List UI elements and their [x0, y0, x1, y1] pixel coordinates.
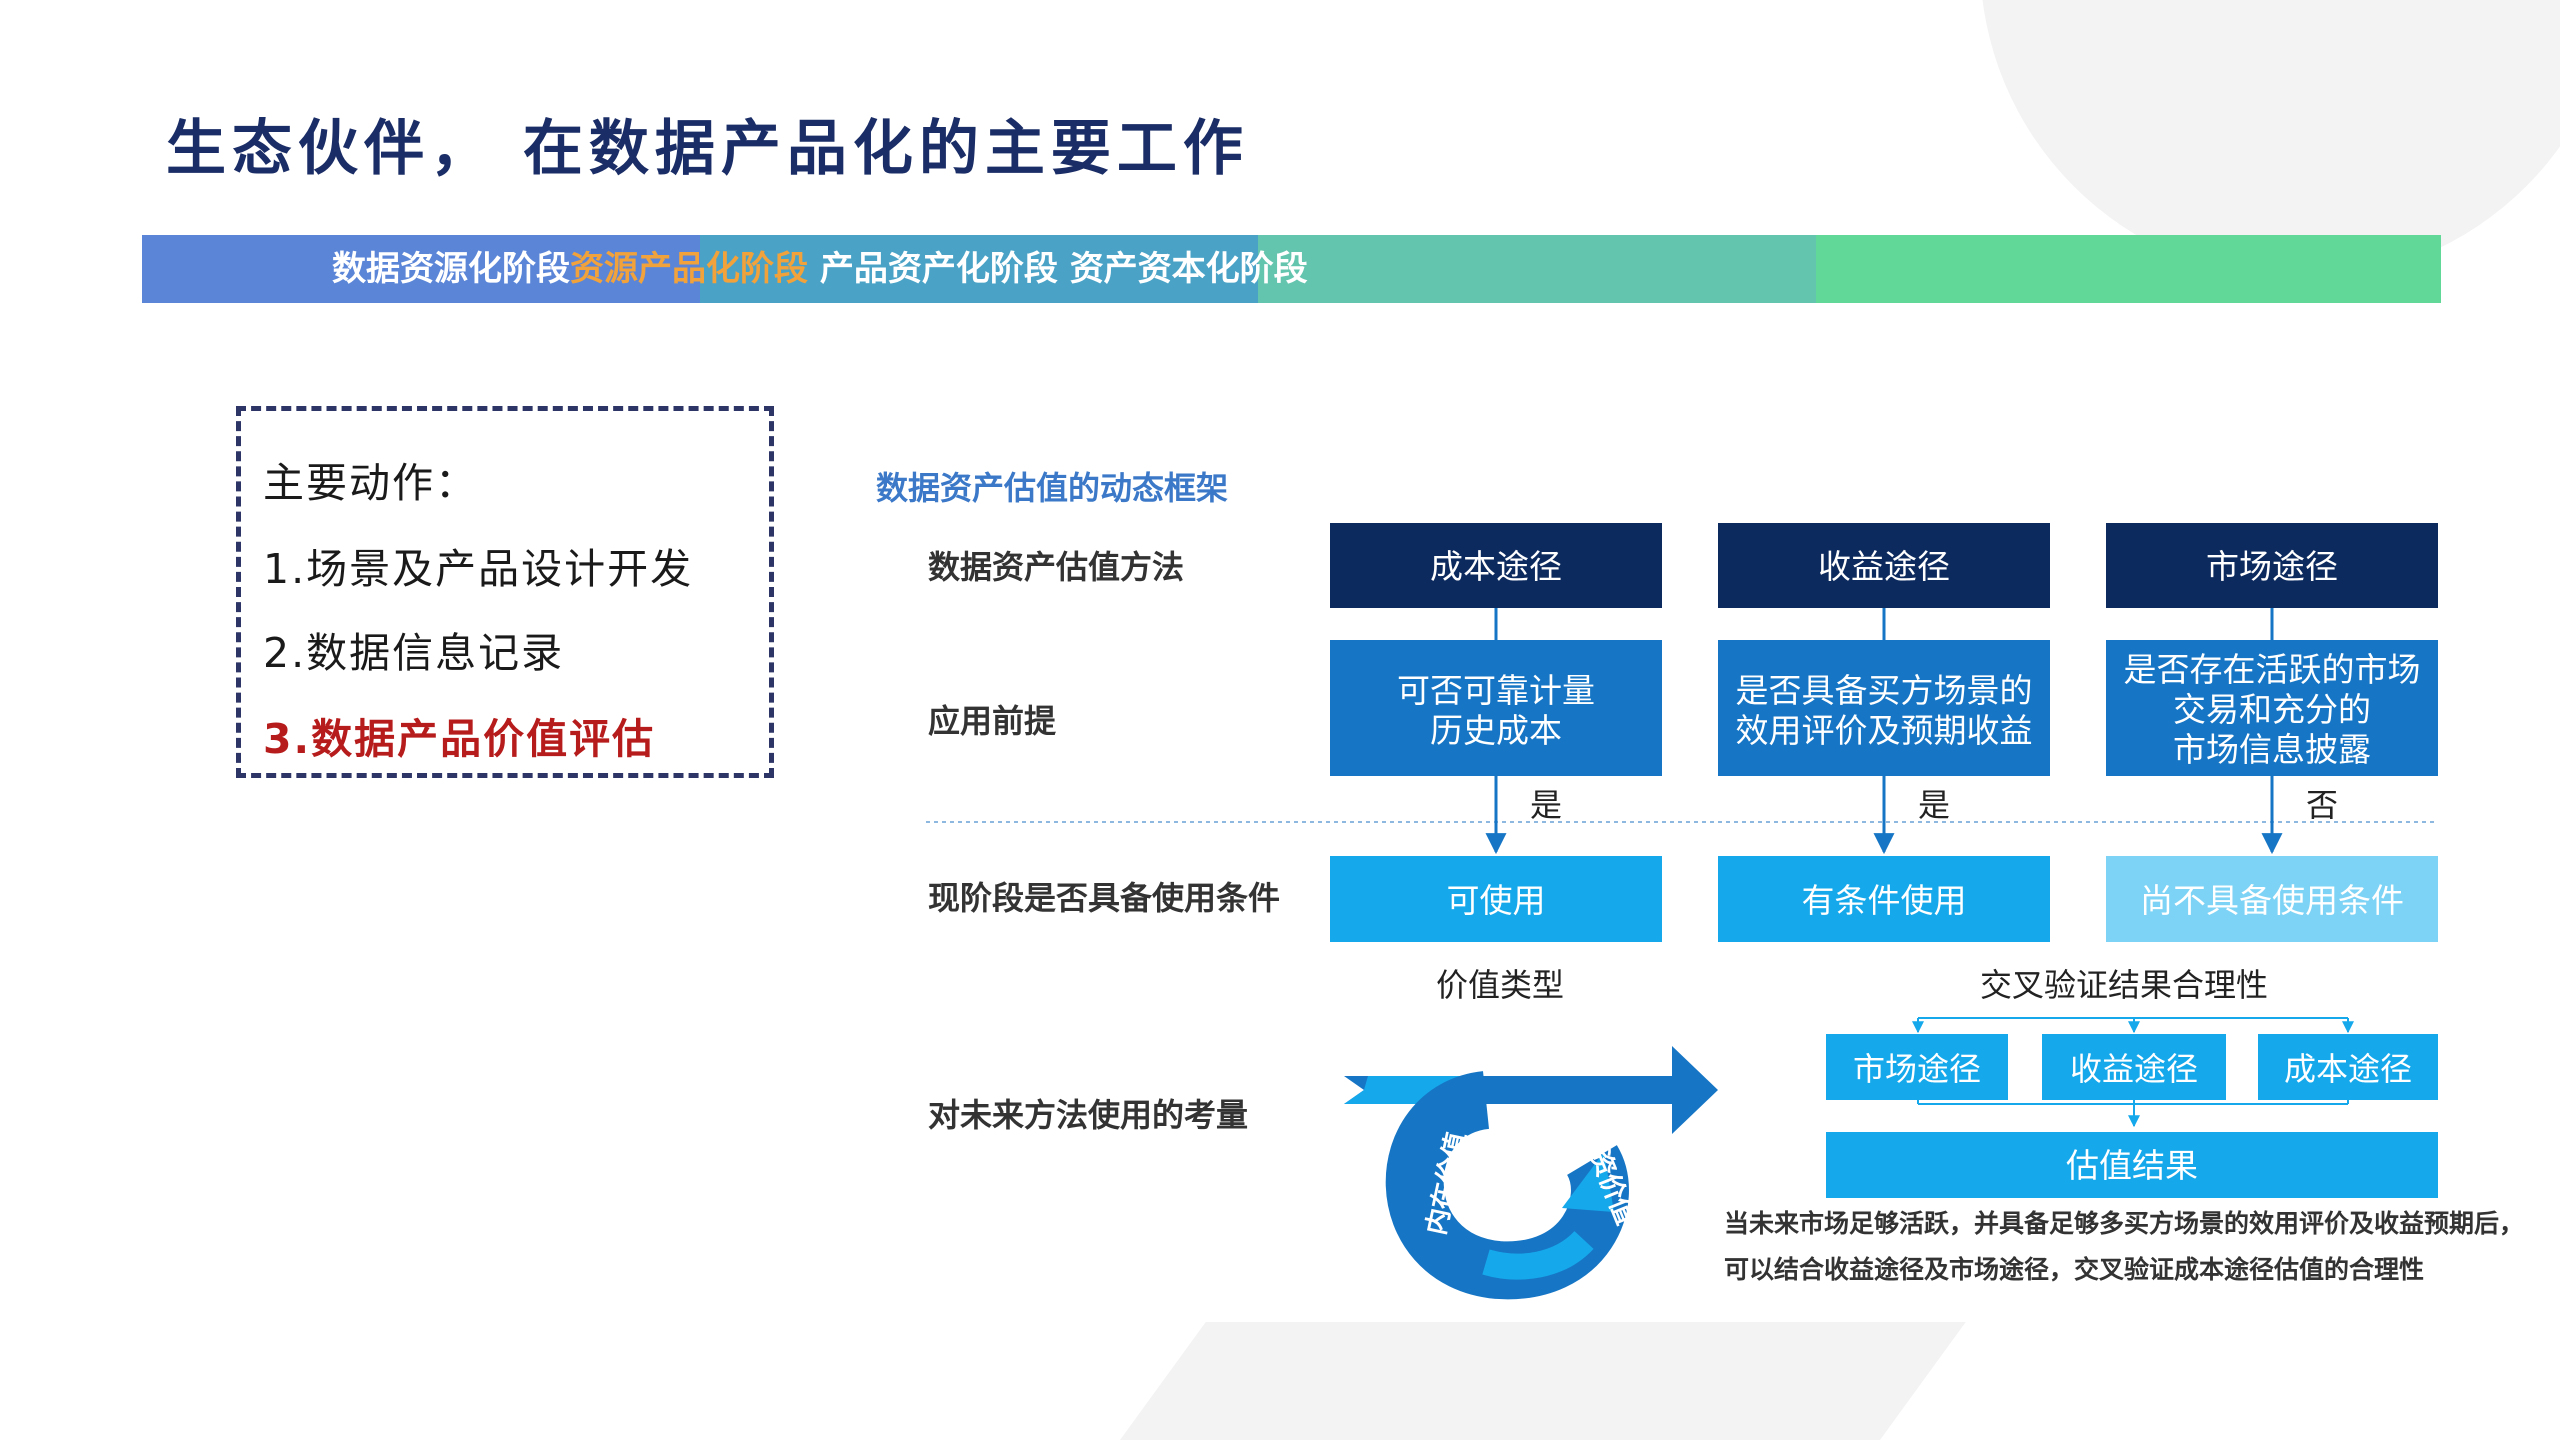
actions-heading: 主要动作： [263, 459, 478, 507]
method-label: 成本途径 [1430, 548, 1562, 585]
note-line: 当未来市场足够活跃，并具备足够多买方场景的效用评价及收益预期后， [1724, 1209, 2524, 1238]
action-item: 1.场景及产品设计开发 [263, 545, 694, 593]
row-label-method: 数据资产估值方法 [928, 549, 1184, 585]
cross-box-market: 市场途径 [1826, 1034, 2008, 1100]
method-label: 收益途径 [1818, 548, 1950, 585]
answer-label: 否 [2306, 787, 2338, 823]
condition-text: 尚不具备使用条件 [2140, 882, 2404, 919]
page-title: 生态伙伴， 在数据产品化的主要工作 [166, 114, 1249, 184]
premise-text: 交易和充分的 [2173, 691, 2371, 728]
condition-box-conditional: 有条件使用 [1718, 856, 2050, 942]
condition-text: 有条件使用 [1802, 882, 1967, 919]
cross-validation-label: 交叉验证结果合理性 [1980, 967, 2268, 1003]
column-connectors [1485, 608, 2283, 855]
cross-method-label: 收益途径 [2070, 1051, 2198, 1087]
condition-box-usable: 可使用 [1330, 856, 1662, 942]
row-label-premise: 应用前提 [928, 703, 1057, 739]
row-label-condition: 现阶段是否具备使用条件 [928, 880, 1280, 916]
premise-box-market: 是否存在活跃的市场 交易和充分的 市场信息披露 [2106, 640, 2438, 776]
method-box-market: 市场途径 [2106, 523, 2438, 608]
premise-text: 是否具备买方场景的 [1736, 672, 2033, 709]
answer-label: 是 [1530, 787, 1562, 823]
cross-method-label: 成本途径 [2284, 1051, 2412, 1087]
action-item-highlight: 3.数据产品价值评估 [263, 715, 656, 763]
answer-label: 是 [1918, 787, 1950, 823]
value-type-label: 价值类型 [1436, 967, 1564, 1003]
cross-box-cost: 成本途径 [2258, 1034, 2438, 1100]
action-item: 2.数据信息记录 [263, 629, 565, 677]
row-label-future: 对未来方法使用的考量 [928, 1097, 1248, 1133]
valuation-result-label: 估值结果 [2066, 1147, 2198, 1184]
stage-segment [142, 235, 700, 303]
premise-text: 可否可靠计量 [1397, 672, 1595, 709]
stage-labels: 数据资源化阶段资源产品化阶段 产品资产化阶段 资产资本化阶段 [332, 235, 1308, 303]
cross-box-income: 收益途径 [2042, 1034, 2226, 1100]
stage-segment [700, 235, 1258, 303]
premise-text: 市场信息披露 [2173, 731, 2371, 768]
note-line: 可以结合收益途径及市场途径，交叉验证成本途径估值的合理性 [1724, 1255, 2424, 1284]
stage-label: 资产资本化阶段 [1069, 249, 1308, 289]
stage-segment [1258, 235, 1816, 303]
cross-method-label: 市场途径 [1853, 1051, 1981, 1087]
stage-label: 产品资产化阶段 [819, 249, 1058, 289]
premise-box-income: 是否具备买方场景的 效用评价及预期收益 [1718, 640, 2050, 776]
premise-box-cost: 可否可靠计量 历史成本 [1330, 640, 1662, 776]
stage-label: 资源产品化阶段 [570, 249, 808, 289]
stage-segment [1816, 235, 2441, 303]
condition-text: 可使用 [1447, 882, 1546, 919]
stage-label: 数据资源化阶段 [332, 249, 570, 289]
condition-box-not-ready: 尚不具备使用条件 [2106, 856, 2438, 942]
method-label: 市场途径 [2206, 548, 2338, 585]
valuation-result-box: 估值结果 [1826, 1132, 2438, 1198]
method-box-income: 收益途径 [1718, 523, 2050, 608]
premise-text: 历史成本 [1430, 712, 1562, 749]
stage-bar [142, 235, 2441, 303]
value-cycle-icon: 内在价值 投资价值 [1344, 1046, 1718, 1300]
method-box-cost: 成本途径 [1330, 523, 1662, 608]
premise-text: 是否存在活跃的市场 [2124, 651, 2421, 688]
framework-title: 数据资产估值的动态框架 [876, 470, 1228, 506]
main-actions-box: 主要动作： 1.场景及产品设计开发 2.数据信息记录 3.数据产品价值评估 [236, 406, 774, 778]
premise-text: 效用评价及预期收益 [1736, 712, 2033, 749]
